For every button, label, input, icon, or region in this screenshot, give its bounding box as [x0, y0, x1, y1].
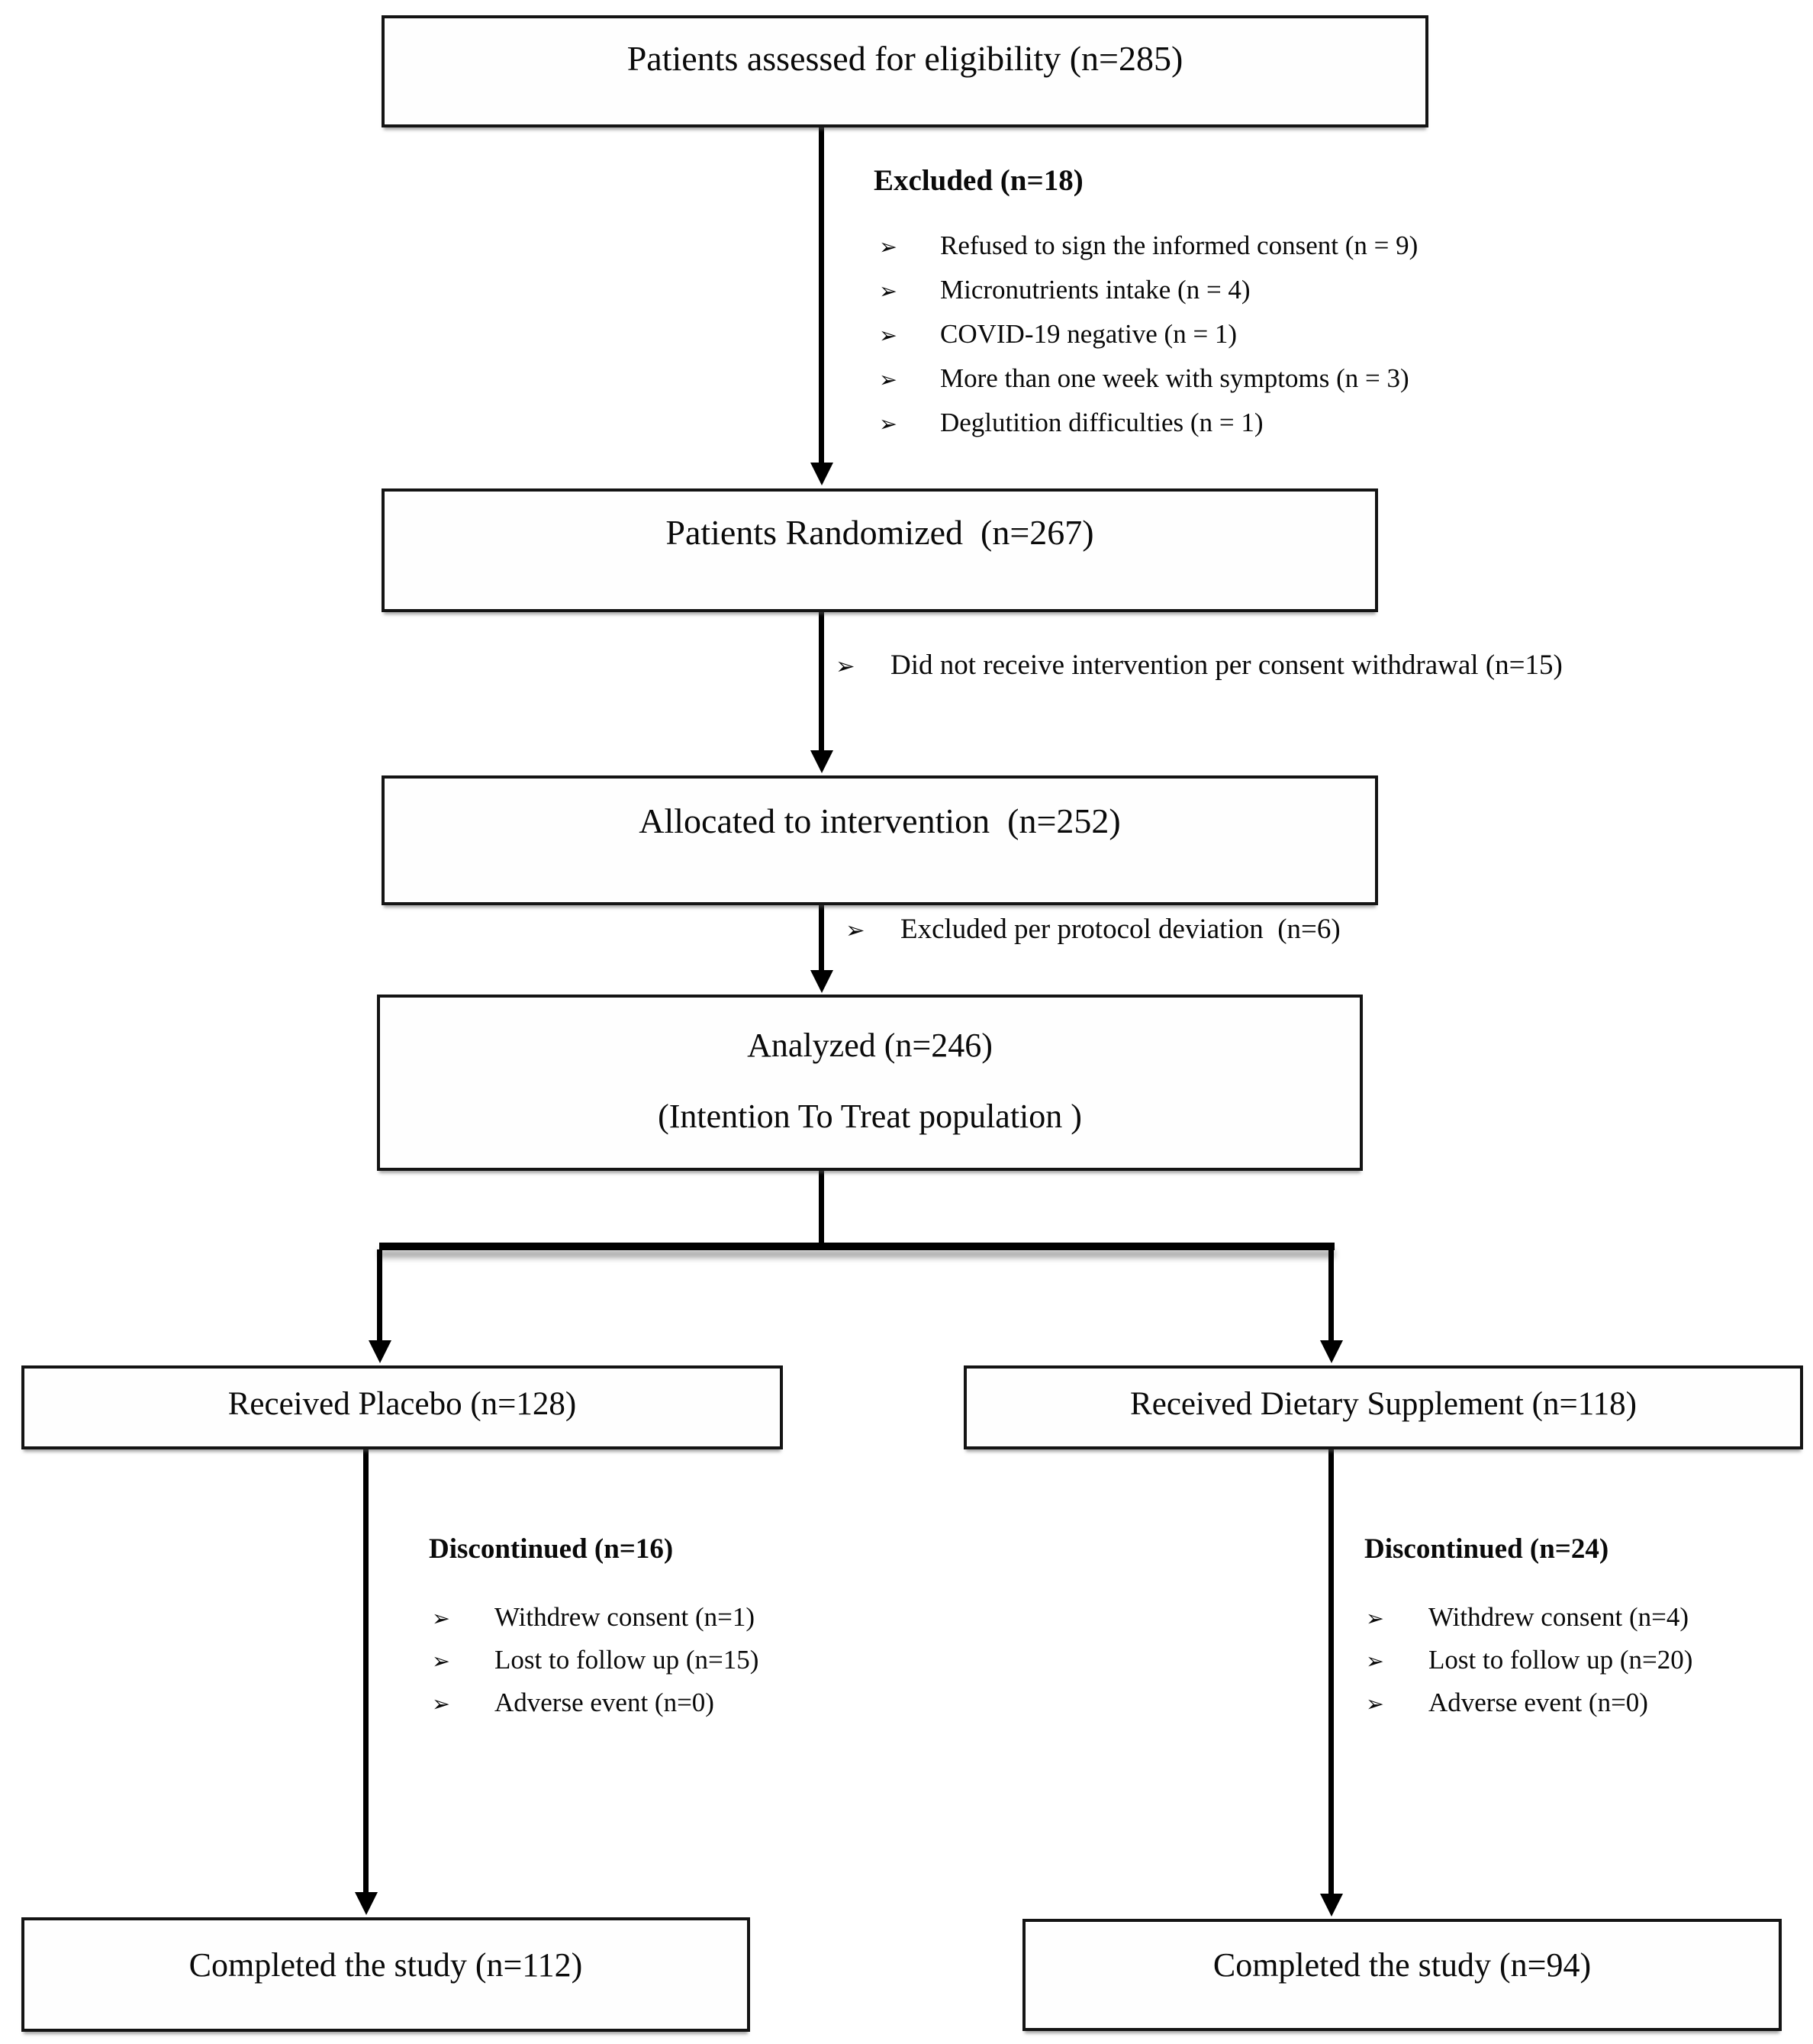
arrow-allocated-to-analyzed — [819, 904, 824, 971]
discontinued-placebo-list: ➢ Withdrew consent (n=1) ➢ Lost to follo… — [432, 1597, 758, 1725]
box-completed-study-supplement-label: Completed the study (n=94) — [1212, 1946, 1592, 1984]
arrowhead-bullet-icon: ➢ — [879, 412, 898, 437]
discontinued-supplement-item: ➢ Withdrew consent (n=4) — [1366, 1597, 1692, 1639]
box-analyzed-line1: Analyzed (n=246) — [747, 1026, 993, 1064]
discontinued-supplement-title: Discontinued (n=24) — [1364, 1533, 1609, 1565]
arrowhead-bullet-icon: ➢ — [836, 653, 855, 679]
box-completed-study-placebo-label: Completed the study (n=112) — [188, 1946, 583, 1984]
note-consent-withdrawal-text: Did not receive intervention per consent… — [890, 650, 1563, 681]
discontinued-placebo-title: Discontinued (n=16) — [429, 1533, 674, 1565]
box-allocated-intervention-label: Allocated to intervention (n=252) — [639, 801, 1121, 840]
excluded-item-text: Deglutition difficulties (n = 1) — [940, 408, 1264, 437]
arrow-branch-to-placebo — [377, 1249, 382, 1341]
arrowhead-bullet-icon: ➢ — [432, 1607, 451, 1631]
arrow-placebo-to-completed — [363, 1448, 369, 1893]
excluded-list: ➢ Refused to sign the informed consent (… — [879, 224, 1418, 446]
arrowhead-bullet-icon: ➢ — [1366, 1649, 1385, 1674]
box-analyzed: Analyzed (n=246) (Intention To Treat pop… — [377, 995, 1363, 1171]
arrowhead-bullet-icon: ➢ — [432, 1649, 451, 1674]
excluded-item-text: Refused to sign the informed consent (n … — [940, 231, 1419, 260]
box-completed-study-supplement: Completed the study (n=94) — [1022, 1919, 1782, 2031]
stem-analyzed-to-branch — [819, 1169, 824, 1245]
excluded-item: ➢ Refused to sign the informed consent (… — [879, 224, 1418, 269]
box-received-placebo: Received Placebo (n=128) — [21, 1365, 783, 1449]
discontinued-placebo-item-text: Adverse event (n=0) — [494, 1688, 714, 1717]
arrowhead-bullet-icon: ➢ — [879, 324, 898, 348]
discontinued-placebo-item: ➢ Lost to follow up (n=15) — [432, 1639, 758, 1682]
arrowhead-bullet-icon: ➢ — [879, 235, 898, 260]
note-consent-withdrawal: ➢ Did not receive intervention per conse… — [836, 649, 1563, 682]
excluded-title: Excluded (n=18) — [874, 164, 1084, 197]
arrowhead-bullet-icon: ➢ — [879, 368, 898, 392]
discontinued-supplement-item-text: Lost to follow up (n=20) — [1428, 1645, 1693, 1675]
discontinued-supplement-item: ➢ Adverse event (n=0) — [1366, 1682, 1692, 1725]
discontinued-supplement-item: ➢ Lost to follow up (n=20) — [1366, 1639, 1692, 1682]
box-patients-randomized: Patients Randomized (n=267) — [382, 488, 1378, 612]
arrow-supplement-to-completed — [1328, 1448, 1334, 1894]
arrowhead-bullet-icon: ➢ — [879, 279, 898, 304]
arrowhead-bullet-icon: ➢ — [1366, 1607, 1385, 1631]
arrow-branch-to-supplement — [1328, 1249, 1334, 1341]
box-received-placebo-label: Received Placebo (n=128) — [227, 1385, 577, 1422]
excluded-item: ➢ COVID-19 negative (n = 1) — [879, 313, 1418, 357]
excluded-item: ➢ Micronutrients intake (n = 4) — [879, 269, 1418, 313]
box-patients-assessed: Patients assessed for eligibility (n=285… — [382, 15, 1428, 127]
excluded-item-text: More than one week with symptoms (n = 3) — [940, 363, 1409, 393]
excluded-item-text: Micronutrients intake (n = 4) — [940, 275, 1251, 305]
arrow-randomized-to-allocated — [819, 611, 824, 751]
box-received-dietary-supplement: Received Dietary Supplement (n=118) — [964, 1365, 1803, 1449]
branch-horizontal-line — [379, 1243, 1335, 1250]
box-analyzed-line2: (Intention To Treat population ) — [658, 1097, 1082, 1135]
discontinued-placebo-item-text: Withdrew consent (n=1) — [494, 1602, 755, 1632]
box-completed-study-placebo: Completed the study (n=112) — [21, 1917, 750, 2032]
box-patients-randomized-label: Patients Randomized (n=267) — [665, 512, 1094, 552]
excluded-item: ➢ More than one week with symptoms (n = … — [879, 357, 1418, 401]
arrowhead-bullet-icon: ➢ — [432, 1692, 451, 1717]
discontinued-placebo-item-text: Lost to follow up (n=15) — [494, 1645, 759, 1675]
excluded-item-text: COVID-19 negative (n = 1) — [940, 319, 1238, 349]
discontinued-supplement-list: ➢ Withdrew consent (n=4) ➢ Lost to follo… — [1366, 1597, 1692, 1725]
excluded-item: ➢ Deglutition difficulties (n = 1) — [879, 401, 1418, 446]
note-protocol-deviation: ➢ Excluded per protocol deviation (n=6) — [845, 913, 1341, 946]
discontinued-supplement-item-text: Adverse event (n=0) — [1428, 1688, 1648, 1717]
discontinued-placebo-item: ➢ Withdrew consent (n=1) — [432, 1597, 758, 1639]
arrowhead-bullet-icon: ➢ — [1366, 1692, 1385, 1717]
discontinued-supplement-item-text: Withdrew consent (n=4) — [1428, 1602, 1689, 1632]
arrow-assessed-to-randomized — [819, 127, 824, 463]
box-received-dietary-supplement-label: Received Dietary Supplement (n=118) — [1130, 1385, 1637, 1422]
box-allocated-intervention: Allocated to intervention (n=252) — [382, 775, 1378, 905]
box-patients-assessed-label: Patients assessed for eligibility (n=285… — [626, 39, 1183, 78]
note-protocol-deviation-text: Excluded per protocol deviation (n=6) — [900, 914, 1341, 945]
arrowhead-bullet-icon: ➢ — [845, 917, 865, 943]
discontinued-placebo-item: ➢ Adverse event (n=0) — [432, 1682, 758, 1725]
